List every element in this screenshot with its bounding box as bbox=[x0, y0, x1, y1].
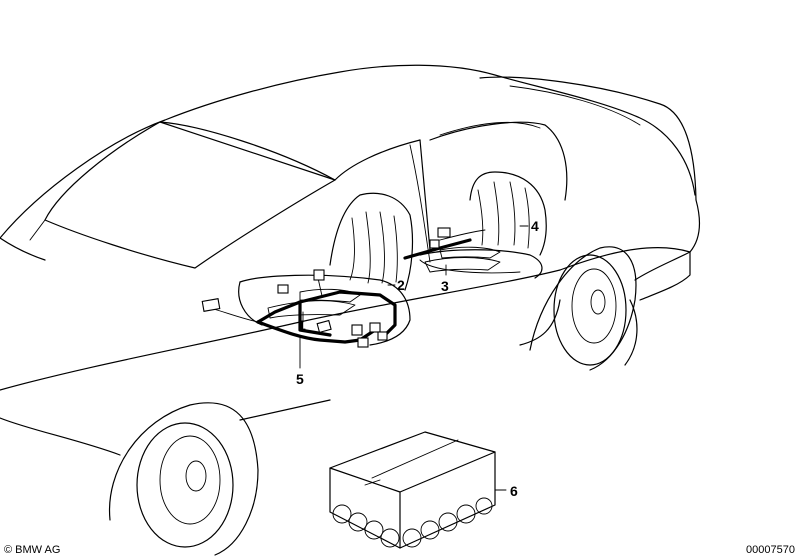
callout-4: 4 bbox=[531, 218, 539, 234]
leader-lines bbox=[299, 225, 529, 491]
callout-3: 3 bbox=[441, 278, 449, 294]
rear-seat-heating-element bbox=[424, 246, 501, 273]
connector-plug bbox=[316, 319, 332, 334]
connector-plug bbox=[351, 324, 363, 336]
rear-wheel bbox=[529, 246, 637, 371]
car-body bbox=[0, 64, 700, 456]
copyright-notice: © BMW AG bbox=[4, 544, 61, 556]
callout-6: 6 bbox=[510, 483, 518, 499]
front-wheel bbox=[108, 402, 259, 556]
rear-seat bbox=[419, 171, 547, 279]
connector-plug bbox=[429, 239, 440, 249]
callout-5: 5 bbox=[296, 371, 304, 387]
box-cushion-rolls bbox=[332, 497, 493, 548]
connector-plug bbox=[369, 322, 381, 333]
connector-plug bbox=[313, 269, 325, 281]
connector-plugs bbox=[201, 227, 451, 348]
control-unit-box bbox=[329, 431, 496, 549]
connector-plug bbox=[357, 337, 369, 348]
connector-plug bbox=[377, 331, 388, 341]
connector-plug bbox=[201, 298, 221, 312]
diagram-id: 00007570 bbox=[746, 544, 795, 556]
connector-plug bbox=[277, 284, 289, 294]
callout-1: 1 bbox=[298, 317, 306, 333]
connector-plug bbox=[437, 227, 451, 238]
callout-2: 2 bbox=[397, 277, 405, 293]
